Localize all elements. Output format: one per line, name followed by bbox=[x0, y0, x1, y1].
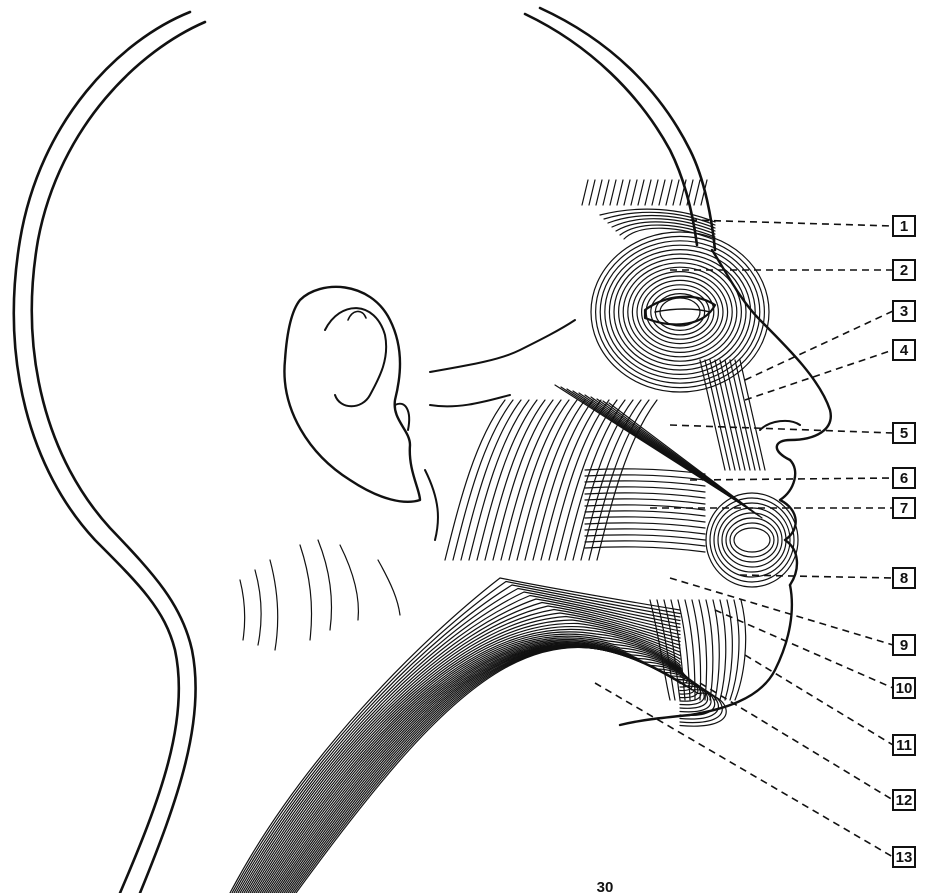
brow-hair bbox=[610, 180, 616, 205]
label-number: 7 bbox=[900, 500, 908, 517]
page-number: 30 bbox=[597, 879, 614, 893]
oris-ring bbox=[734, 528, 770, 552]
leader-line bbox=[670, 578, 893, 645]
levator-fiber bbox=[710, 360, 735, 470]
label-number: 12 bbox=[896, 792, 913, 809]
brow-hair bbox=[638, 180, 644, 205]
levator-fiber bbox=[725, 360, 750, 470]
orbicularis-ring bbox=[609, 250, 750, 375]
label-number: 1 bbox=[900, 218, 908, 235]
brow-hair bbox=[659, 180, 665, 205]
buccinator-fiber bbox=[585, 529, 705, 534]
brow-hair bbox=[673, 180, 679, 205]
leader-line bbox=[700, 683, 893, 800]
label-number: 2 bbox=[900, 262, 908, 279]
mentalis-fiber bbox=[706, 600, 713, 700]
brow-hair bbox=[582, 180, 588, 205]
label-number: 5 bbox=[900, 425, 908, 442]
mentalis-fiber bbox=[713, 600, 719, 700]
buccinator-fiber bbox=[585, 541, 705, 546]
buccinator-fiber bbox=[585, 523, 705, 528]
platysma-fiber bbox=[234, 585, 680, 893]
label-column: 12345678910111213 bbox=[893, 216, 915, 867]
label-number: 8 bbox=[900, 570, 908, 587]
label-number: 13 bbox=[896, 849, 913, 866]
leader-line bbox=[745, 350, 893, 400]
brow-hair bbox=[652, 180, 658, 205]
buccinator-fiber bbox=[585, 499, 705, 504]
buccinator-fiber bbox=[585, 517, 705, 522]
leader-line bbox=[670, 425, 893, 433]
brow-hair bbox=[694, 180, 700, 205]
leader-line bbox=[690, 220, 893, 226]
buccinator-fiber bbox=[585, 511, 705, 516]
orbicularis-ring bbox=[596, 236, 765, 387]
brow-hair bbox=[624, 180, 630, 205]
buccinator-fiber bbox=[585, 487, 705, 492]
jaw-lines bbox=[425, 320, 575, 540]
levator-fiber bbox=[705, 360, 730, 470]
brow-hair bbox=[596, 180, 602, 205]
levator-fiber bbox=[735, 360, 760, 470]
platysma-muscle bbox=[230, 578, 726, 893]
neck-creases bbox=[240, 540, 400, 650]
mentalis-fiber bbox=[720, 600, 726, 700]
buccinator-fiber bbox=[585, 493, 705, 498]
buccinator-fiber bbox=[585, 481, 705, 486]
label-number: 6 bbox=[900, 470, 908, 487]
levator-fiber bbox=[740, 360, 765, 470]
brow-hair bbox=[617, 180, 623, 205]
oris-ring bbox=[722, 513, 782, 567]
brow-hair bbox=[631, 180, 637, 205]
label-number: 11 bbox=[896, 737, 912, 754]
buccinator-muscle bbox=[585, 469, 705, 552]
levator-fiber bbox=[730, 360, 755, 470]
brow-hair bbox=[666, 180, 672, 205]
brow-hair bbox=[603, 180, 609, 205]
mentalis-fiber bbox=[730, 600, 739, 700]
leader-lines bbox=[595, 220, 893, 857]
label-number: 9 bbox=[900, 637, 908, 654]
levator-fiber bbox=[700, 360, 725, 470]
orbicularis-ring bbox=[623, 263, 737, 361]
leader-line bbox=[690, 478, 893, 480]
label-number: 3 bbox=[900, 303, 908, 320]
ear bbox=[284, 287, 420, 502]
leader-line bbox=[745, 655, 893, 745]
brow-hair bbox=[589, 180, 595, 205]
leader-line bbox=[745, 311, 893, 380]
label-number: 4 bbox=[900, 342, 909, 359]
label-number: 10 bbox=[896, 680, 913, 697]
buccinator-fiber bbox=[585, 547, 705, 552]
brow-hair bbox=[645, 180, 651, 205]
levator-fiber bbox=[715, 360, 740, 470]
